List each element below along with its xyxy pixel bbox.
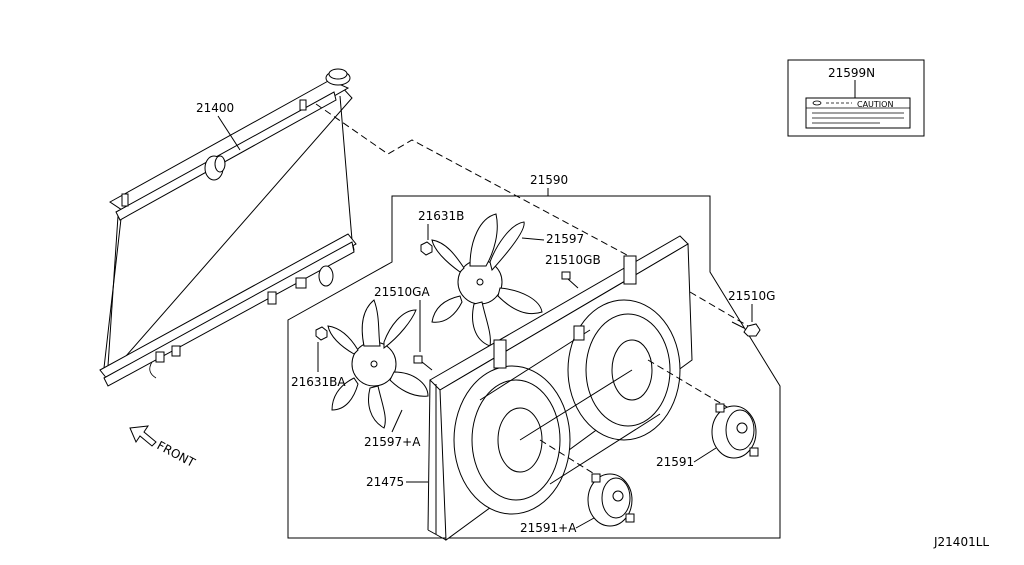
callout-motor-fan-assembly: 21590 [530,173,568,187]
callout-radiator: 21400 [196,101,234,115]
bolt-lower-inner [413,355,433,371]
callout-bolt-lower-inner: 21510GA [374,285,430,299]
fan-blade-upper [431,213,543,347]
callout-motor-right: 21591 [656,455,694,469]
caution-label-text: CAUTION [857,100,893,109]
callout-fan-blade-lower: 21597+A [364,435,421,449]
fan-shroud [427,235,693,541]
fan-blade-lower [327,299,429,429]
nut-lower [315,326,328,341]
fan-motor-lower [587,473,635,527]
assembly-enclosure [287,188,781,539]
caution-label-part-number: 21599N [828,66,875,80]
caution-label-box [787,59,925,137]
bolt-upper-inner [561,271,579,289]
callout-bolt-right: 21510G [728,289,775,303]
front-arrow-icon [129,425,157,447]
drawing-code: J21401LL [933,535,989,549]
nut-upper [420,241,433,256]
callout-shroud: 21475 [366,475,404,489]
callout-bolt-upper-inner: 21510GB [545,253,601,267]
callout-motor-lower: 21591+A [520,521,577,535]
radiator [99,68,357,387]
callout-fan-blade-upper: 21597 [546,232,584,246]
callout-nut-upper: 21631B [418,209,464,223]
fan-motor-right [711,403,759,459]
callout-nut-lower: 21631BA [291,375,346,389]
front-label: FRONT [155,438,198,470]
bolt-right [731,321,761,337]
